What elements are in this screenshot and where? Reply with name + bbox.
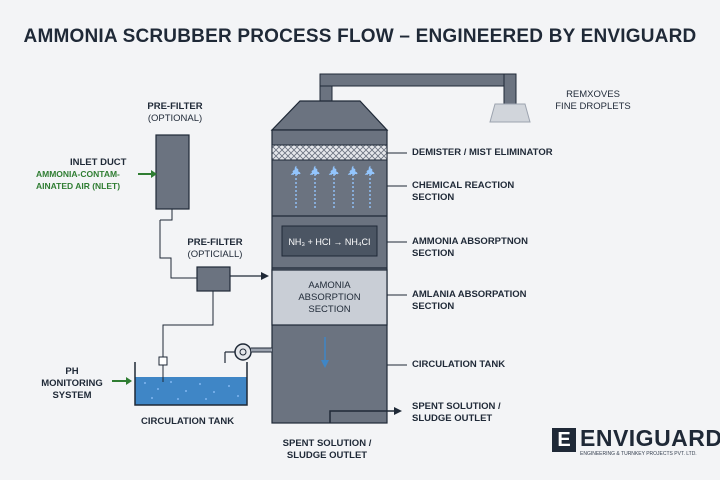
ammonia-absorption-label: AMMONIA ABSORPTNON SECTION: [412, 236, 528, 259]
brand-initial: E: [552, 428, 576, 452]
demister-mesh: [271, 144, 388, 161]
downflow-arrow: [321, 337, 329, 368]
ph-sensor: [158, 356, 168, 366]
exhaust-stack: [319, 73, 531, 123]
demister-label: DEMISTER / MIST ELIMINATOR: [412, 147, 553, 158]
enviguard-logo: E ENVIGUARD ENGINEERING & TURNKEY PROJEC…: [552, 425, 720, 465]
prefilter-top: [155, 134, 190, 210]
spray-arrows: [290, 165, 376, 208]
absorption-section-label: AᴀMONIA ABSORPTION SECTION: [298, 280, 361, 315]
circulation-tank-left-label: CIRCULATION TANK: [141, 416, 235, 427]
sludge-outlet-bottom-label: SPENT SOLUTION / SLUDGE OUTLET: [282, 438, 372, 461]
leader-lines: [387, 152, 407, 366]
prefilter-mid: [196, 266, 231, 292]
ph-monitoring-label: PH MONITORING SYSTEM: [41, 366, 103, 401]
amlania-absorption-label: AMLANIA ABSORPATION SECTION: [412, 289, 527, 312]
tower-cone: [270, 100, 389, 131]
inlet-duct-label: INLET DUCT: [70, 157, 127, 168]
chemical-reaction-label: CHEMICAL REACTION SECTION: [412, 180, 515, 203]
outlet-nozzle: [489, 103, 531, 123]
absorption-section: [271, 269, 388, 326]
sludge-outlet: [329, 407, 402, 423]
circulation-tank-right-label: CIRCULATION TANK: [412, 359, 506, 370]
reaction-equation-box: [281, 225, 378, 257]
prefilter-top-label: PRE-FILTER (OPTIONAL): [147, 101, 203, 124]
ph-arrow: [112, 377, 132, 385]
pump-icon: [234, 343, 252, 361]
page-title: AMMONIA SCRUBBER PROCESS FLOW – ENGINEER…: [23, 26, 697, 47]
feed-arrow: [230, 272, 269, 280]
circulation-tank-left: [134, 356, 248, 406]
brand-name: ENVIGUARD: [580, 425, 720, 451]
sludge-outlet-right-label: SPENT SOLUTION / SLUDGE OUTLET: [412, 401, 501, 424]
prefilter-mid-label: PRE-FILTER (OPTICIALL): [187, 237, 243, 260]
inlet-air-label: AMMONIA-CONTAM- AINATED AIR (NLET): [36, 169, 121, 191]
inlet-arrow: [138, 170, 157, 178]
removes-droplets-label: REMXOVES FINE DROPLETS: [555, 89, 631, 112]
reaction-equation: NH₃ + HCI → NH₄CI: [288, 237, 371, 247]
recirculation-line: [224, 343, 272, 363]
brand-tagline: ENGINEERING & TURNKEY PROJECTS PVT. LTD.: [580, 451, 697, 457]
